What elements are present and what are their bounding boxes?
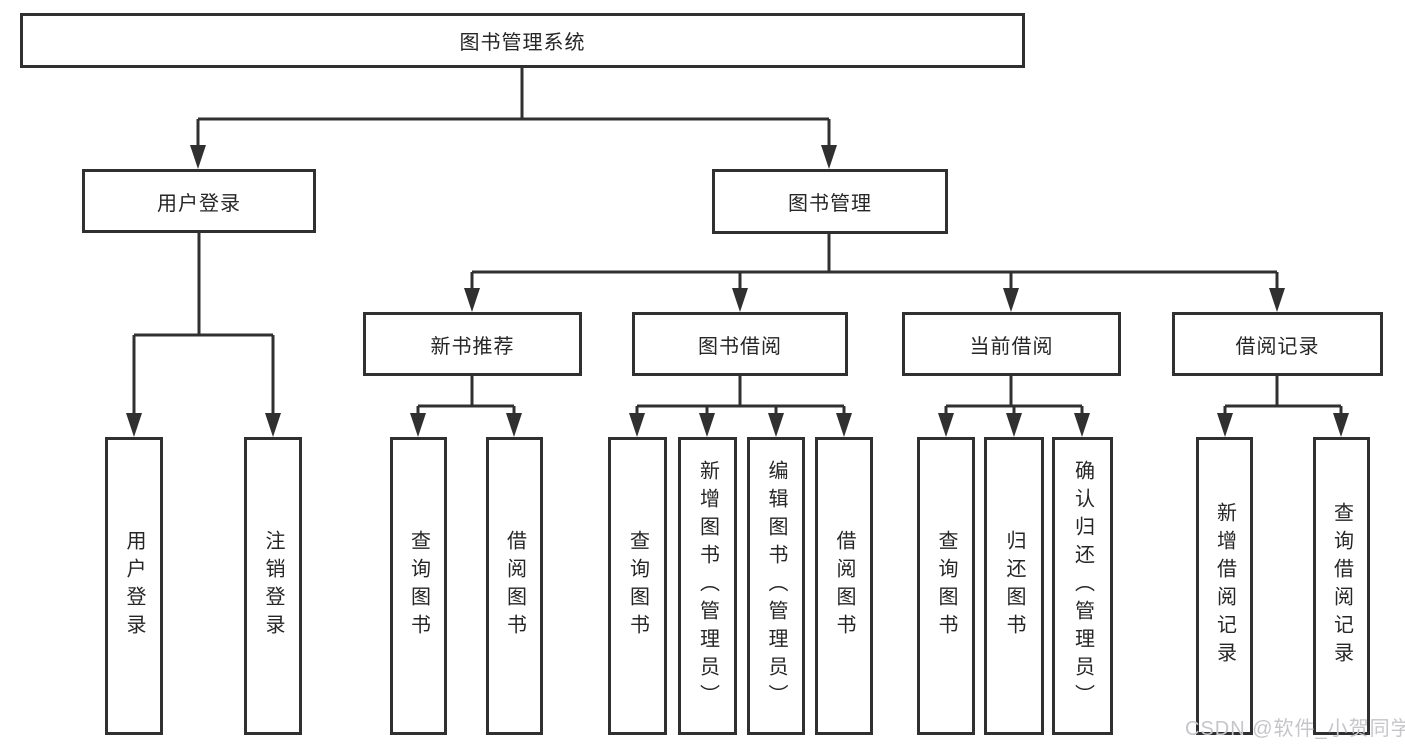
arrow-down-icon [410, 413, 426, 437]
arrow-down-icon [1006, 413, 1022, 437]
leaf-logout: 注销登录 [244, 437, 302, 735]
arrow-down-icon [265, 413, 281, 437]
node-user-login: 用户登录 [82, 169, 316, 233]
leaf-add-book-admin: 新增图书（管理员） [678, 437, 737, 735]
leaf-query-books-recommend: 查询图书 [390, 437, 447, 735]
leaf-user-login: 用户登录 [105, 437, 163, 735]
arrow-down-icon [506, 413, 522, 437]
arrow-down-icon [1333, 413, 1349, 437]
node-new-book-recommend: 新书推荐 [363, 312, 582, 376]
arrow-down-icon [1003, 288, 1019, 312]
leaf-query-books-borrow: 查询图书 [608, 437, 667, 735]
node-current-borrow: 当前借阅 [902, 312, 1121, 376]
connector-segments [132, 68, 1343, 416]
arrow-down-icon [768, 413, 784, 437]
arrow-down-icon [1074, 413, 1090, 437]
arrow-down-icon [836, 413, 852, 437]
node-borrow-records: 借阅记录 [1172, 312, 1383, 376]
arrow-down-icon [126, 413, 142, 437]
arrow-down-icon [732, 288, 748, 312]
leaf-return-books: 归还图书 [984, 437, 1044, 735]
arrow-down-icon [699, 413, 715, 437]
watermark: CSDN @软件_小贺同学 [1185, 718, 1405, 740]
arrowheads [126, 145, 1349, 437]
leaf-borrow-books-recommend: 借阅图书 [486, 437, 543, 735]
leaf-edit-book-admin: 编辑图书（管理员） [747, 437, 805, 735]
arrow-down-icon [1217, 413, 1233, 437]
leaf-query-borrow-record: 查询借阅记录 [1313, 437, 1370, 735]
node-book-management: 图书管理 [712, 169, 948, 234]
arrow-down-icon [190, 145, 206, 169]
leaf-add-borrow-record: 新增借阅记录 [1196, 437, 1253, 735]
node-book-borrow: 图书借阅 [632, 312, 848, 376]
arrow-down-icon [938, 413, 954, 437]
arrow-down-icon [464, 288, 480, 312]
arrow-down-icon [1269, 288, 1285, 312]
node-library-system: 图书管理系统 [20, 13, 1025, 68]
arrow-down-icon [629, 413, 645, 437]
leaf-query-books-current: 查询图书 [917, 437, 975, 735]
leaf-confirm-return-admin: 确认归还（管理员） [1052, 437, 1113, 735]
arrow-down-icon [821, 145, 837, 169]
leaf-borrow-books: 借阅图书 [815, 437, 873, 735]
